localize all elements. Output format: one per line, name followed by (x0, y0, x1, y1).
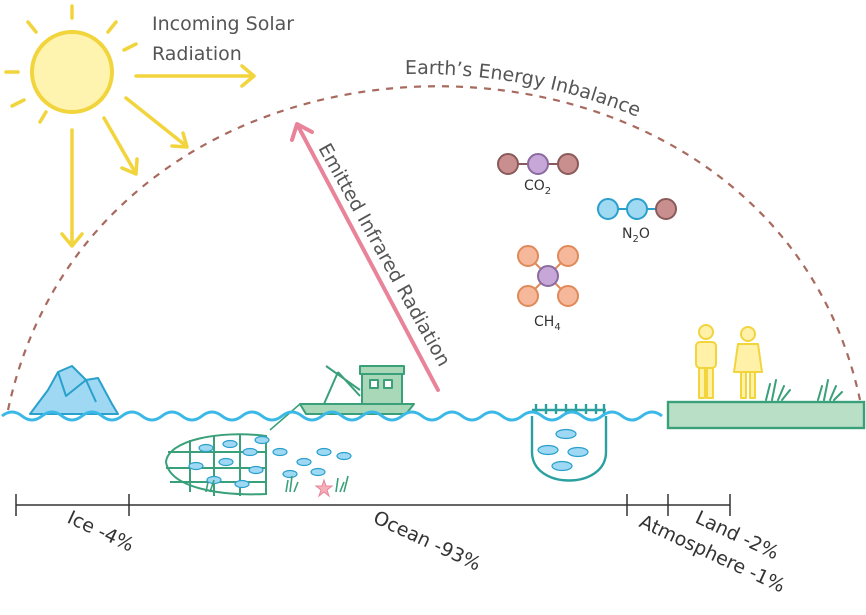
co2-label: CO2 (524, 178, 551, 197)
segment-label-ocean: Ocean -93% (370, 507, 484, 576)
n2o-molecule-icon (597, 198, 677, 220)
ch4-molecule-icon (517, 245, 579, 307)
farmed-fish (537, 428, 589, 472)
starfish-icon (314, 478, 334, 498)
seafloor-plants (205, 475, 349, 493)
grass-icon (765, 379, 843, 401)
people-icon (695, 324, 763, 399)
co2-molecule-icon (497, 153, 579, 175)
fishing-boat-icon (269, 365, 415, 431)
segment-label-ice: Ice -4% (64, 507, 137, 557)
fish-farm-icon (530, 404, 608, 482)
fish-school (188, 435, 352, 489)
infrared-radiation-arrow (290, 122, 440, 392)
n2o-label: N2O (622, 226, 650, 245)
solar-ray-arrows (60, 64, 256, 248)
infrared-radiation-label: Emitted Infrared Radiation (314, 140, 455, 370)
iceberg-icon (29, 365, 119, 415)
land-block (666, 400, 866, 430)
scale-bar (15, 494, 731, 516)
fishing-net-icon (164, 433, 267, 496)
ch4-label: CH4 (534, 314, 561, 333)
sun-icon (4, 4, 138, 124)
energy-imbalance-label: Earth’s Energy Inbalance (405, 57, 644, 122)
energy-imbalance-dome (6, 85, 862, 411)
solar-radiation-label: Incoming Solar Radiation (152, 13, 300, 65)
ocean-surface (1, 410, 663, 422)
